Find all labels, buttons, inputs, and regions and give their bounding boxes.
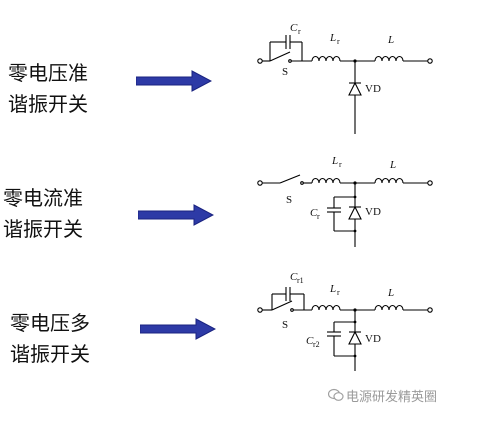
diode-label: VD [365,333,381,345]
switch-label: S [282,319,288,331]
diode-label: VD [365,206,381,218]
cap-bottom-sub: r2 [313,340,320,349]
arrow-icon [138,204,214,226]
inductor-r-label: L [329,283,336,295]
arrow-icon [140,318,216,340]
label-zcs-quasi: 零电流准 谐振开关 [3,183,83,245]
switch-label: S [282,66,288,78]
label-zvs-quasi: 零电压准 谐振开关 [8,58,88,120]
cap-bottom-label: C [306,335,314,347]
cap-top-label: C [290,271,298,283]
watermark-text: 电源研发精英圈 [346,390,438,405]
inductor-r-sub: r [339,160,342,169]
label-zvs-multi: 零电压多 谐振开关 [10,308,90,370]
circuit-zcs-quasi: L r L S C r VD [257,155,433,247]
label-line1: 零电压准 [8,61,88,85]
cap-label: C [290,22,298,34]
cap-label-sub: r [298,27,301,36]
arrow-icon [136,70,212,92]
inductor-r-sub: r [337,37,340,46]
inductor-r-label: L [331,155,338,167]
label-line2: 谐振开关 [3,217,83,241]
diode-label: VD [365,83,381,95]
circuit-zvs-multi: C r1 L r L S C r2 VD [257,271,433,371]
label-line1: 零电流准 [3,186,83,210]
label-line2: 谐振开关 [8,92,88,116]
inductor-r-label: L [329,32,336,44]
cap-top-sub: r1 [297,276,304,285]
circuit-zvs-quasi: C r L r L S VD [257,22,433,134]
cap-label: C [310,207,318,219]
switch-label: S [286,194,292,206]
inductor-label: L [387,34,394,46]
label-line2: 谐振开关 [10,342,90,366]
cap-label-sub: r [317,212,320,221]
label-line1: 零电压多 [10,311,90,335]
wechat-icon [328,388,344,401]
inductor-label: L [387,287,394,299]
inductor-label: L [389,159,396,171]
inductor-r-sub: r [337,288,340,297]
